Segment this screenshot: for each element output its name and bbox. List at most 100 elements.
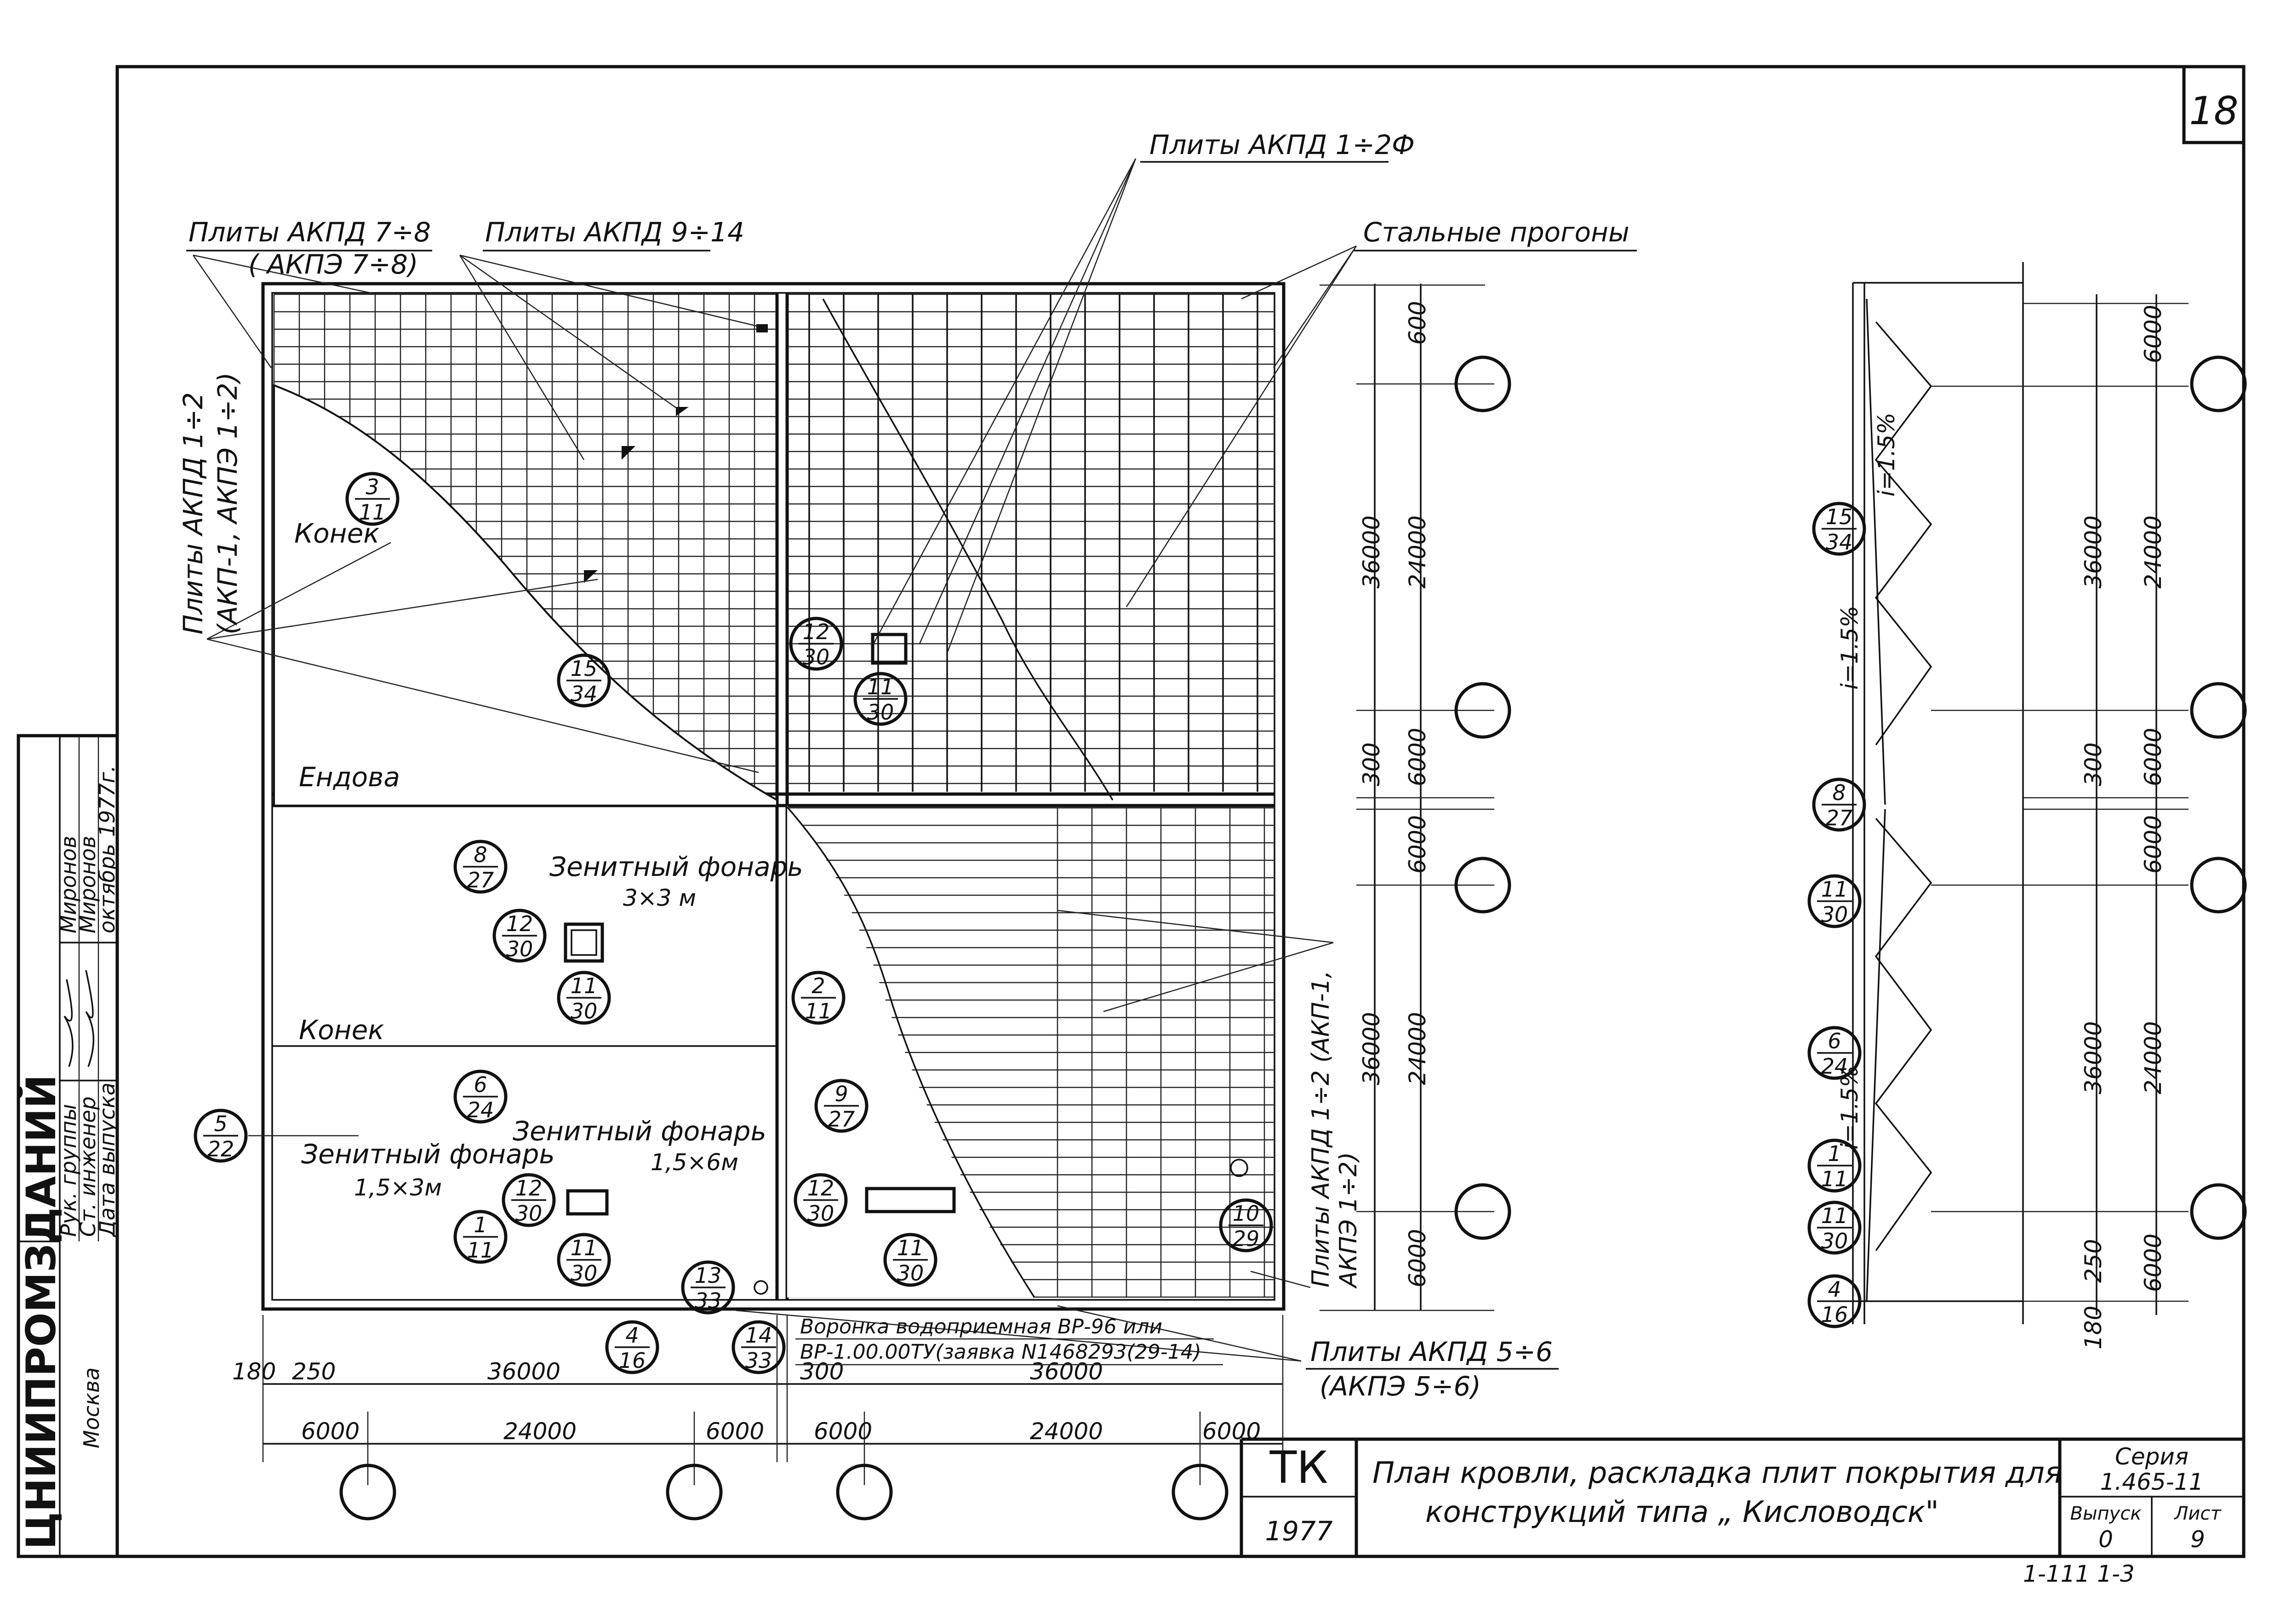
callout-4-16: 416 <box>605 1320 659 1374</box>
skylight-15x6 <box>865 1187 956 1213</box>
slab-hatch-top-right <box>788 293 1274 792</box>
callout-page-ref: 30 <box>571 999 598 1024</box>
side-block-frame <box>17 734 119 1558</box>
label-akpd-1-2-left-b: (АКП-1, АКПЭ 1÷2) <box>212 372 243 635</box>
callout-page-ref: 27 <box>828 1107 855 1132</box>
dim-sec-6000c: 6000 <box>2140 815 2166 874</box>
callout-circle <box>853 672 908 726</box>
side-title-block: ЦНИИПРОМЗДАНИЙ Москва Рук. группы Ст. ин… <box>17 734 120 1558</box>
callout-sheet-ref: 12 <box>803 619 830 644</box>
dim-plan-600: 600 <box>1404 301 1431 345</box>
callout-6-24: 624 <box>453 1069 508 1124</box>
label-akpe-7-8: ( АКПЭ 7÷8) <box>248 249 418 280</box>
series-value: 1.465-11 <box>2100 1469 2204 1495</box>
org-name: ЦНИИПРОМЗДАНИЙ <box>17 1075 65 1550</box>
callout-sheet-ref: 11 <box>1821 877 1848 902</box>
dim-bot-6000c: 6000 <box>814 1418 872 1445</box>
callout-sheet-ref: 13 <box>695 1263 722 1288</box>
roof-funnel-marker <box>754 1280 768 1295</box>
callout-circle <box>789 617 843 671</box>
callout-sheet-ref: 15 <box>1826 504 1853 529</box>
callout-9-27: 927 <box>814 1079 869 1133</box>
bottom-note: 1-111 1-3 <box>2023 1561 2135 1587</box>
dim-plan-6000c: 6000 <box>1404 1229 1431 1287</box>
callout-sheet-ref: 2 <box>812 973 825 998</box>
side-row-2: Ст. инженер <box>75 1097 100 1237</box>
callout-page-ref: 30 <box>897 1261 924 1286</box>
callout-page-ref: 27 <box>467 868 494 892</box>
callout-page-ref: 30 <box>571 1261 598 1286</box>
signature-2 <box>85 970 95 1067</box>
callout-sheet-ref: 11 <box>571 1235 598 1260</box>
dim-bot-36000b: 36000 <box>1030 1358 1103 1385</box>
plan-inner-wall <box>271 292 1275 1301</box>
callout-circle <box>791 971 846 1025</box>
list-label: Лист <box>2173 1503 2222 1524</box>
purlin-mark-3 <box>584 570 598 583</box>
callout-circle <box>492 909 547 963</box>
side-row-3: Дата выпуска <box>95 1082 120 1238</box>
axis-circle-b2 <box>666 1464 723 1521</box>
callout-page-ref: 11 <box>467 1238 494 1263</box>
callout-circle <box>1807 874 1862 928</box>
callout-circle <box>194 1109 248 1163</box>
skylight-15x3 <box>566 1189 609 1216</box>
callout-6-24: 624 <box>1807 1026 1862 1080</box>
axis-circle-s3 <box>2190 857 2247 914</box>
dim-plan-6000b: 6000 <box>1404 815 1431 874</box>
callout-sheet-ref: 11 <box>867 675 894 699</box>
callout-sheet-ref: 4 <box>625 1323 639 1348</box>
callout-page-ref: 11 <box>805 999 832 1024</box>
plan-dimension-bottom <box>262 1315 1284 1485</box>
callout-circle <box>1807 1201 1862 1255</box>
callout-circle <box>345 472 400 526</box>
sheet-frame <box>115 65 2246 1558</box>
label-akpd-9-14: Плиты АКПД 9÷14 <box>485 217 744 248</box>
callout-circle <box>453 1069 508 1124</box>
callout-page-ref: 30 <box>506 937 533 961</box>
callout-page-ref: 29 <box>1233 1226 1260 1251</box>
callout-1-11: 111 <box>1807 1138 1862 1193</box>
callout-sheet-ref: 6 <box>1828 1029 1841 1053</box>
callout-sheet-ref: 12 <box>515 1176 543 1201</box>
callout-circle <box>681 1260 735 1315</box>
break-line-top <box>822 298 1114 801</box>
stamp-year: 1977 <box>1265 1515 1333 1547</box>
dim-plan-24000a: 24000 <box>1404 515 1431 589</box>
callout-page-ref: 11 <box>359 500 386 525</box>
sheet-number-box <box>2182 65 2246 144</box>
break-line-bottom <box>786 806 1035 1298</box>
callout-sheet-ref: 6 <box>474 1072 487 1097</box>
callout-circle <box>502 1173 556 1227</box>
side-row-1: Рук. группы <box>56 1104 81 1237</box>
callout-circle <box>794 1173 848 1227</box>
axis-circle-s2 <box>2190 682 2247 739</box>
label-skylight-3x3-size: 3×3 м <box>623 885 696 911</box>
label-skylight-15x6: Зенитный фонарь <box>513 1115 766 1147</box>
callout-8-27: 827 <box>453 840 508 894</box>
callout-page-ref: 24 <box>1821 1054 1848 1079</box>
slope-2: i=1.5% <box>1836 606 1863 690</box>
dim-plan-300: 300 <box>1358 743 1385 786</box>
callout-page-ref: 30 <box>1821 1229 1848 1253</box>
callout-page-ref: 33 <box>745 1348 772 1373</box>
label-akpd-7-8: Плиты АКПД 7÷8 <box>189 217 431 248</box>
callout-page-ref: 16 <box>1821 1302 1848 1327</box>
callout-sheet-ref: 9 <box>834 1081 848 1106</box>
side-name-2: Миронов <box>75 836 100 933</box>
label-funnel-2: ВР-1.00.00ТУ(заявка N1468293(29-14) <box>800 1340 1201 1364</box>
callout-page-ref: 27 <box>1826 806 1853 830</box>
slope-1: i=1.5% <box>1873 412 1900 497</box>
callout-sheet-ref: 15 <box>571 656 598 681</box>
callout-page-ref: 34 <box>571 681 598 706</box>
sheet-number: 18 <box>2189 88 2239 133</box>
dim-sec-24000b: 24000 <box>2140 1021 2166 1094</box>
callout-1-11: 111 <box>453 1210 508 1264</box>
